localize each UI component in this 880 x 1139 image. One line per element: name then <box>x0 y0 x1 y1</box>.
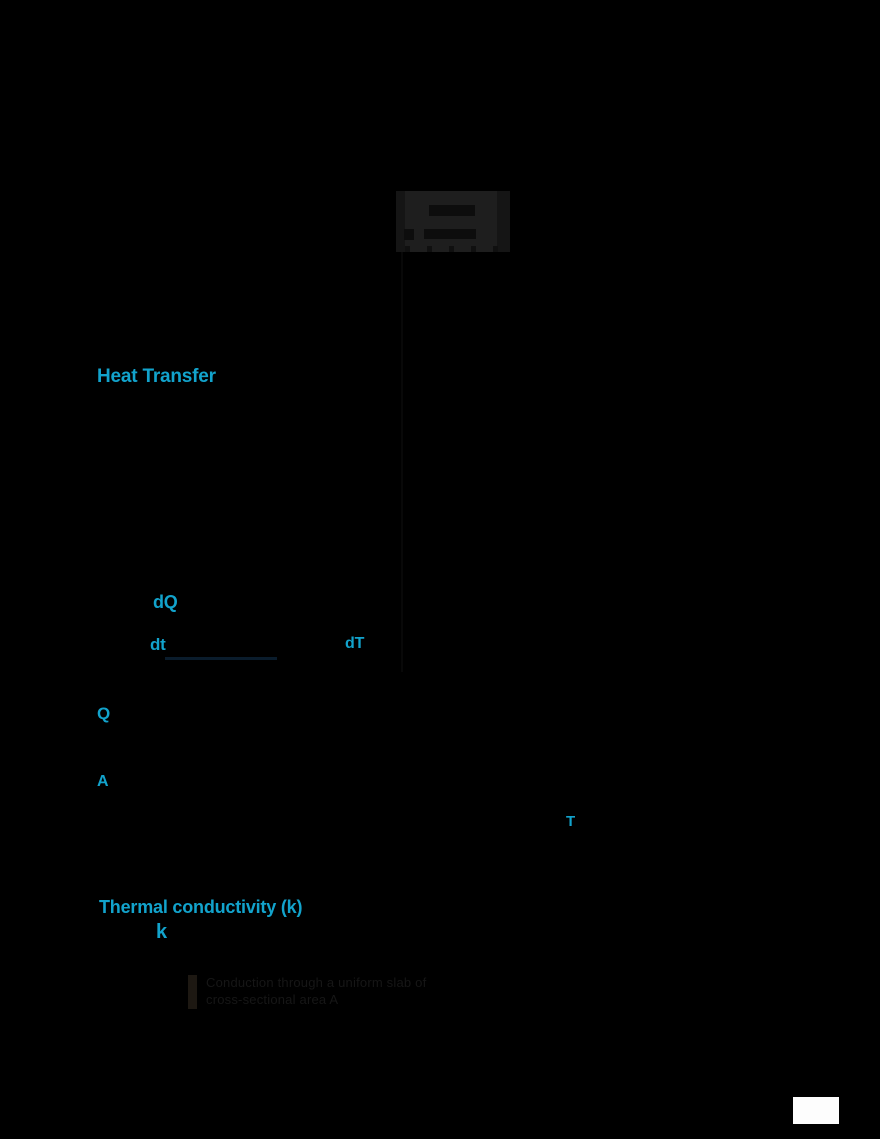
equation-numerator: dQ <box>153 592 178 612</box>
equation-right-term: dT <box>345 635 365 652</box>
conduction-slab-diagram <box>396 191 510 252</box>
heat-flow-arrow-upper <box>429 205 475 216</box>
slab-right-face <box>497 191 510 252</box>
thermal-conductivity-label: Thermal conductivity (k) <box>99 897 303 917</box>
thermal-conductivity-symbol: k <box>156 921 167 943</box>
label-area: A <box>97 773 109 790</box>
label-heat-quantity: Q <box>97 704 111 723</box>
page-title: Heat Transfer <box>97 366 216 387</box>
fraction-bar <box>165 657 277 660</box>
caption-text: Conduction through a uniform slab of cro… <box>206 975 427 1007</box>
page-number-plate[interactable] <box>793 1097 839 1124</box>
heat-flow-arrow-lower <box>424 229 476 239</box>
figure-caption: Conduction through a uniform slab of cro… <box>188 973 460 1011</box>
label-temperature: T <box>566 813 575 830</box>
axis-tick <box>427 246 432 252</box>
slab-notch-marker <box>404 229 414 240</box>
axis-tick <box>471 246 476 252</box>
axis-tick-row <box>405 246 501 252</box>
caption-bullet-icon <box>188 975 197 1009</box>
vertical-divider <box>401 252 403 672</box>
axis-tick <box>449 246 454 252</box>
axis-tick <box>405 246 410 252</box>
equation-denominator: dt <box>150 635 166 654</box>
slab-left-face <box>396 191 405 252</box>
axis-tick <box>493 246 498 252</box>
